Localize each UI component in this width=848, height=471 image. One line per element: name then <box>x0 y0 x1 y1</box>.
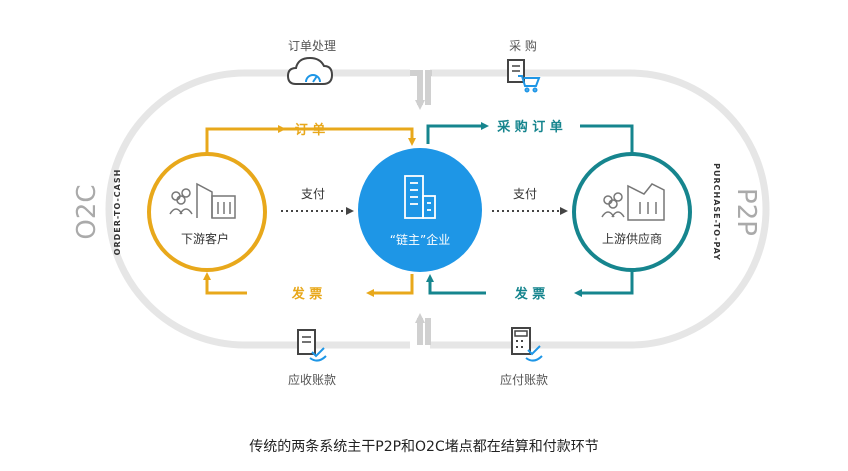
payment-label-right: 支付 <box>513 187 537 201</box>
payment-label-left: 支付 <box>301 187 325 201</box>
payment-flow-left: 支付 <box>281 187 354 215</box>
o2c-label: O2C ORDER-TO-CASH <box>72 169 122 256</box>
order-label: 订 单 <box>295 122 326 138</box>
o2c-abbr: O2C <box>72 184 102 239</box>
cloud-gauge-icon <box>286 56 334 85</box>
receivables-label: 应收账款 <box>288 372 336 387</box>
o2c-full: ORDER-TO-CASH <box>113 169 122 256</box>
upstream-supplier-node: 上游供应商 <box>572 152 692 272</box>
downstream-customer-node: 下游客户 <box>147 152 267 272</box>
people-icon <box>169 188 193 215</box>
order-processing-label: 订单处理 <box>288 39 336 53</box>
upstream-label: 上游供应商 <box>602 231 662 246</box>
invoice-label-right: 发 票 <box>514 286 546 302</box>
payables-label: 应付账款 <box>500 372 548 387</box>
downstream-label: 下游客户 <box>181 231 229 246</box>
core-label: “链主”企业 <box>390 232 450 247</box>
payables: 应付账款 <box>500 327 548 387</box>
p2p-full: PURCHASE-TO-PAY <box>712 163 721 261</box>
office-building-icon <box>404 175 436 219</box>
cart-document-icon <box>507 59 541 93</box>
outer-loop-p2p <box>425 69 770 349</box>
receivables: 应收账款 <box>288 329 336 387</box>
p2p-abbr: P2P <box>731 188 761 236</box>
invoice-flow-right: 发 票 <box>426 270 634 302</box>
order-flow: 订 单 <box>205 122 416 168</box>
core-enterprise-node: “链主”企业 <box>358 148 482 272</box>
purchase-order-flow: 采 购 订 单 <box>426 119 636 164</box>
receivables-doc-icon <box>297 329 327 362</box>
purchasing-label: 采 购 <box>509 38 537 53</box>
payment-flow-right: 支付 <box>492 187 568 215</box>
order-processing: 订单处理 <box>286 39 336 85</box>
purchasing: 采 购 <box>507 38 541 93</box>
building-icon-left <box>196 182 236 219</box>
purchase-order-label: 采 购 订 单 <box>496 119 563 135</box>
p2p-label: P2P PURCHASE-TO-PAY <box>712 163 761 261</box>
calculator-icon <box>511 327 543 362</box>
invoice-flow-left: 发 票 <box>203 272 414 302</box>
people-icon-right <box>601 192 625 218</box>
invoice-label-left: 发 票 <box>291 286 323 302</box>
outer-loop-o2c <box>105 69 425 349</box>
factory-building-icon <box>627 183 665 221</box>
caption: 传统的两条系统主干P2P和O2C堵点都在结算和付款环节 <box>249 439 599 455</box>
